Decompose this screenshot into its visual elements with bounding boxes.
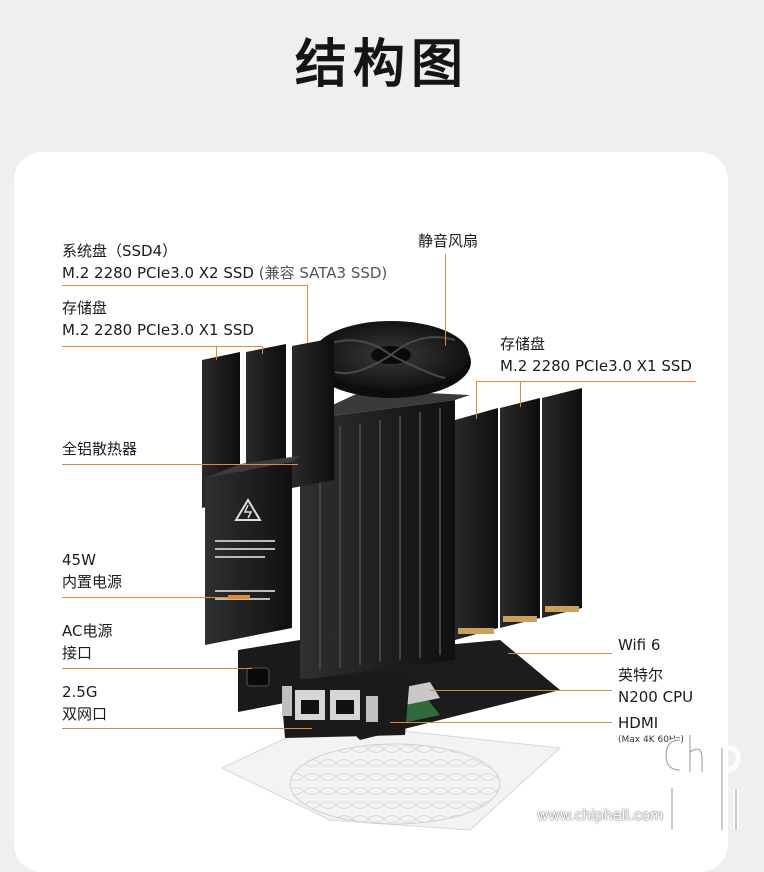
label-system-disk-compat: (兼容 SATA3 SSD) — [258, 264, 388, 282]
label-lan: 2.5G 双网口 — [62, 681, 107, 725]
label-storage-right: 存储盘 M.2 2280 PCIe3.0 X1 SSD — [500, 333, 692, 377]
label-storage-left-line1: 存储盘 — [62, 299, 108, 317]
bottom-plate — [220, 721, 562, 831]
leader-storage-left-drop-1 — [216, 346, 217, 360]
label-ac-line1: AC电源 — [62, 622, 113, 640]
label-psu-line2: 内置电源 — [62, 573, 123, 591]
label-hdmi-line2: (Max 4K 60Hz) — [618, 735, 684, 745]
leader-storage-right-drop-1 — [476, 381, 477, 419]
label-ac: AC电源 接口 — [62, 620, 112, 664]
leader-system-disk — [62, 285, 308, 286]
label-fan-text: 静音风扇 — [418, 232, 479, 250]
label-system-disk: 系统盘（SSD4） M.2 2280 PCIe3.0 X2 SSD (兼容 SA… — [62, 240, 387, 284]
leader-wifi — [508, 653, 612, 654]
label-system-disk-line1: 系统盘（SSD4） — [62, 242, 178, 260]
heatsink-block — [300, 390, 470, 680]
label-hdmi-line1: HDMI — [618, 714, 659, 732]
fan — [311, 321, 471, 398]
label-fan: 静音风扇 — [418, 230, 478, 252]
label-cpu: 英特尔 N200 CPU — [618, 664, 693, 708]
leader-psu — [62, 597, 240, 598]
leader-cpu — [430, 690, 612, 691]
label-cpu-line2: N200 CPU — [618, 688, 694, 706]
label-system-disk-spec: M.2 2280 PCIe3.0 X2 SSD — [62, 264, 254, 282]
leader-heatsink — [62, 464, 298, 465]
leader-system-disk-drop — [307, 285, 308, 343]
leader-storage-left-drop-2 — [262, 346, 263, 354]
ssd-right-group — [455, 388, 582, 640]
mini-pc-exploded-illustration — [202, 321, 582, 831]
leader-hdmi — [390, 722, 612, 723]
label-hdmi: HDMI (Max 4K 60Hz) — [618, 712, 684, 746]
watermark-site: www.chiphell.com — [537, 808, 664, 824]
label-storage-left-line2: M.2 2280 PCIe3.0 X1 SSD — [62, 321, 254, 339]
leader-lan — [62, 728, 312, 729]
label-lan-line2: 双网口 — [62, 705, 108, 723]
page-title: 结构图 — [294, 35, 469, 95]
label-heatsink: 全铝散热器 — [62, 438, 137, 460]
leader-fan — [445, 254, 446, 346]
label-wifi-text: Wifi 6 — [618, 636, 661, 654]
label-system-disk-line2: M.2 2280 PCIe3.0 X2 SSD (兼容 SATA3 SSD) — [62, 262, 387, 284]
label-ac-line2: 接口 — [62, 644, 93, 662]
label-storage-left: 存储盘 M.2 2280 PCIe3.0 X1 SSD — [62, 297, 254, 341]
chiphell-logo — [663, 735, 741, 831]
label-wifi: Wifi 6 — [618, 634, 660, 656]
leader-storage-left — [62, 346, 262, 347]
power-supply — [205, 456, 300, 645]
label-heatsink-text: 全铝散热器 — [62, 440, 138, 458]
label-storage-right-line2: M.2 2280 PCIe3.0 X1 SSD — [500, 357, 692, 375]
label-psu: 45W 内置电源 — [62, 549, 122, 593]
label-lan-line1: 2.5G — [62, 683, 98, 701]
label-storage-right-line1: 存储盘 — [500, 335, 546, 353]
io-ports — [280, 675, 410, 738]
leader-storage-right-drop-2 — [520, 381, 521, 407]
leader-ac — [62, 668, 252, 669]
leader-storage-right — [476, 381, 696, 382]
label-psu-line1: 45W — [62, 551, 96, 569]
label-cpu-line1: 英特尔 — [618, 666, 664, 684]
